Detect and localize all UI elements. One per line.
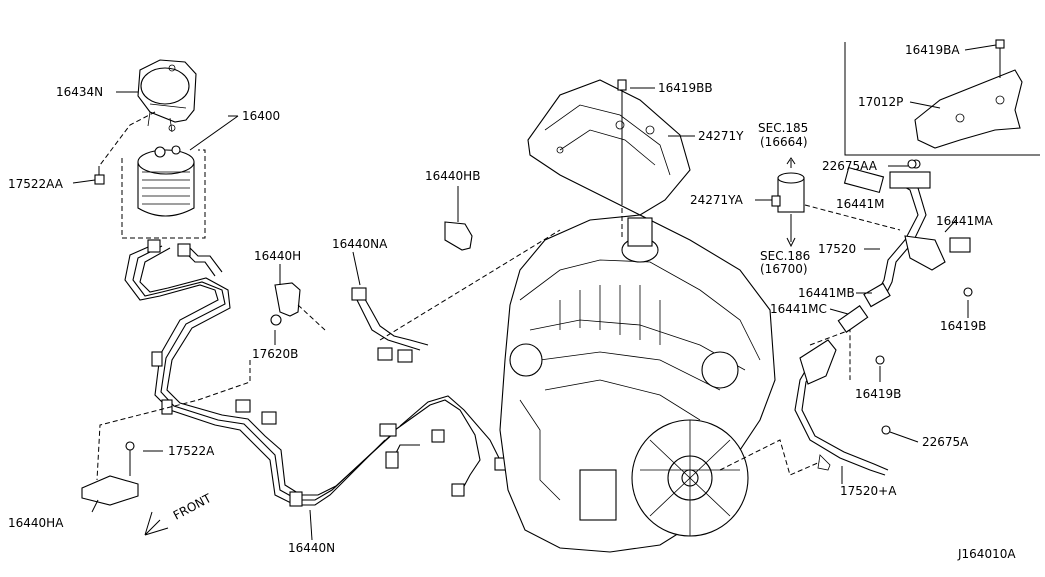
label-16441MA: 16441MA [936, 214, 994, 228]
label-16419BB: 16419BB [658, 81, 713, 95]
inset-frame [844, 42, 1040, 156]
label-17522A: 17522A [168, 444, 215, 458]
label-16440N: 16440N [288, 541, 335, 555]
label-16440HB: 16440HB [425, 169, 480, 183]
label-16440HA: 16440HA [8, 516, 64, 530]
clip-16440HA-part [81, 441, 139, 506]
cover-24271Y-part [527, 79, 691, 216]
engine-assembly-part [499, 214, 776, 553]
front-label: FRONT [171, 491, 214, 523]
label-17520: 17520 [818, 242, 856, 256]
label-16440NA: 16440NA [332, 237, 388, 251]
diagram-id: J164010A [957, 547, 1016, 561]
label-16419B-upper: 16419B [940, 319, 986, 333]
label-16441MC: 16441MC [770, 302, 827, 316]
fuel-filter-part [137, 145, 195, 217]
label-17620B: 17620B [252, 347, 298, 361]
label-17520A: 17520+A [840, 484, 897, 498]
label-16440H: 16440H [254, 249, 301, 263]
label-22675A: 22675A [922, 435, 969, 449]
label-17522AA: 17522AA [8, 177, 64, 191]
filter-bracket-part [137, 59, 197, 133]
label-16441MB: 16441MB [798, 286, 855, 300]
label-24271Y: 24271Y [698, 129, 744, 143]
label-24271YA: 24271YA [690, 193, 744, 207]
clip-16440HB-part [444, 205, 473, 251]
bracket-17012P-part [914, 39, 1023, 149]
label-16400: 16400 [242, 109, 280, 123]
label-16434N: 16434N [56, 85, 103, 99]
label-sec186-line2: (16700) [760, 262, 808, 276]
label-sec185-line1: SEC.185 [758, 121, 808, 135]
bolt-17522AA-part [94, 166, 105, 185]
label-22675AA: 22675AA [822, 159, 878, 173]
clip-16440NA-part [351, 287, 429, 363]
label-16419B-lower: 16419B [855, 387, 901, 401]
label-16419BA: 16419BA [905, 43, 960, 57]
label-16441M: 16441M [836, 197, 885, 211]
clip-16440H-part [270, 282, 301, 326]
front-arrow: FRONT [144, 491, 214, 536]
label-sec186-line1: SEC.186 [760, 249, 810, 263]
leader-lines [72, 44, 997, 541]
label-sec185-line2: (16664) [760, 135, 808, 149]
label-17012P: 17012P [858, 95, 903, 109]
hose-17520-part [794, 159, 971, 476]
sensor-24271YA-part [771, 157, 805, 248]
fuel-tubes-left [124, 239, 508, 507]
